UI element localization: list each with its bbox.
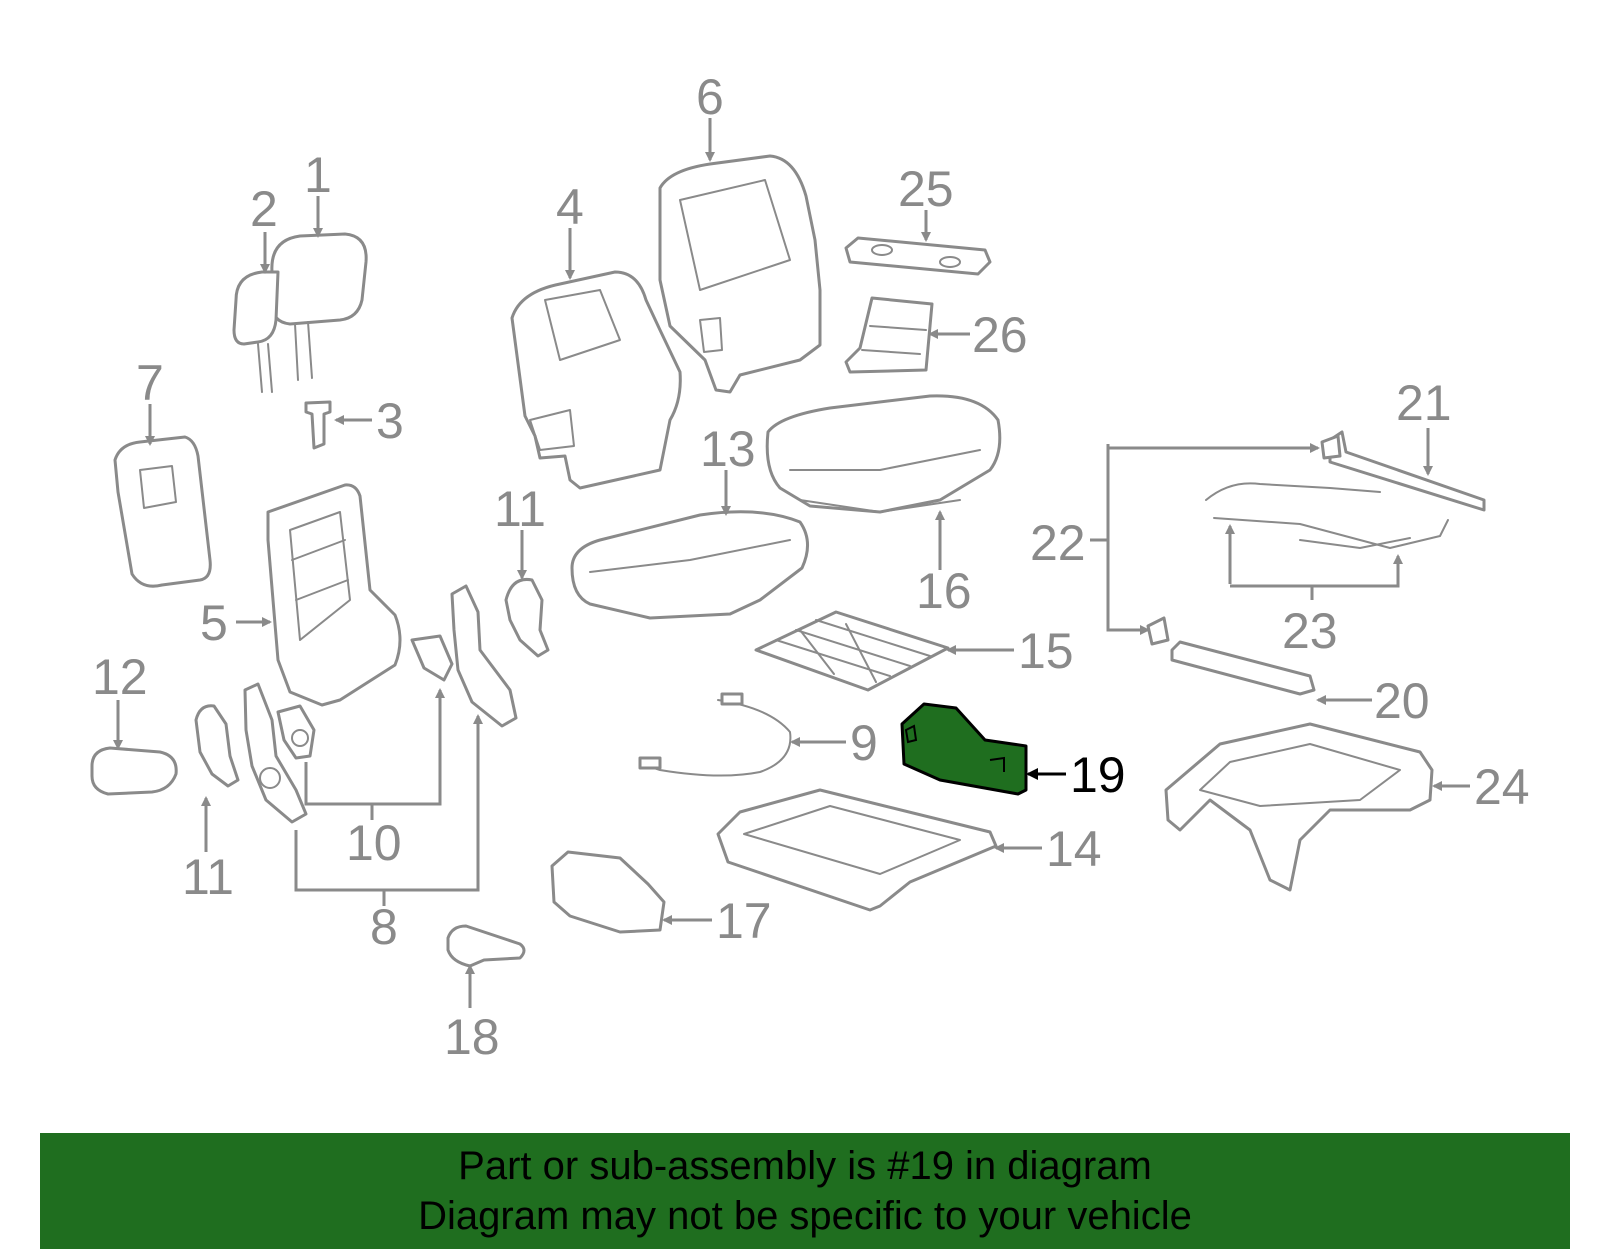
callout-13: 13: [700, 421, 756, 477]
callout-19: 19: [1070, 747, 1126, 803]
callout-11-upper: 11: [494, 481, 546, 537]
part-8-recliner-right: [450, 584, 518, 728]
callout-16: 16: [916, 563, 972, 619]
info-banner: Part or sub-assembly is #19 in diagram D…: [40, 1133, 1570, 1249]
part-25-tray: [844, 236, 992, 276]
callout-4: 4: [556, 179, 584, 235]
callout-12: 12: [92, 649, 148, 705]
part-16-cushion: [765, 394, 1002, 514]
callout-25: 25: [898, 161, 954, 217]
banner-line-2: Diagram may not be specific to your vehi…: [418, 1194, 1192, 1238]
part-1-headrest: [270, 232, 368, 381]
callout-11-lower: 11: [182, 849, 234, 905]
callout-15: 15: [1018, 623, 1074, 679]
part-18-handle: [446, 924, 526, 968]
part-22-latch: [1146, 434, 1342, 646]
callout-1: 1: [304, 147, 332, 203]
part-20-track: [1170, 640, 1316, 696]
callout-numbers: 6 4 1 2 3 7 5 25 26 13 16 11 15 9 12 11 …: [92, 69, 1530, 1065]
part-4-seatback: [510, 270, 682, 490]
callout-8: 8: [370, 899, 398, 955]
part-19-cover-highlighted: [900, 702, 1028, 796]
part-2-headrest: [232, 270, 280, 393]
callout-24: 24: [1474, 759, 1530, 815]
banner-line-1: Part or sub-assembly is #19 in diagram: [458, 1144, 1152, 1188]
callout-17: 17: [716, 893, 772, 949]
part-21-track: [1328, 430, 1486, 512]
part-11-bracket-lower: [194, 704, 240, 788]
callout-22: 22: [1030, 515, 1086, 571]
part-24-riser: [1164, 722, 1434, 892]
part-15-spring-mat: [754, 610, 950, 692]
part-11-bracket-upper: [504, 577, 550, 658]
callout-7: 7: [136, 355, 164, 411]
callout-14: 14: [1046, 821, 1102, 877]
callout-20: 20: [1374, 673, 1430, 729]
callout-23: 23: [1282, 603, 1338, 659]
part-3-guide: [304, 400, 332, 450]
callout-21: 21: [1396, 375, 1452, 431]
part-7-back-panel: [113, 435, 212, 588]
callout-6: 6: [696, 69, 724, 125]
part-12-knob: [90, 746, 178, 796]
part-14-frame: [716, 788, 998, 912]
callout-5: 5: [200, 595, 228, 651]
callout-3: 3: [376, 393, 404, 449]
leader-lines: [113, 118, 1470, 1008]
part-10-cover-left: [276, 704, 316, 760]
part-6-seatback: [658, 154, 822, 394]
part-17-shield: [550, 850, 666, 934]
callout-2: 2: [250, 181, 278, 237]
part-8-recliner-left: [243, 682, 308, 824]
part-9-cable: [638, 692, 792, 777]
callout-26: 26: [972, 307, 1028, 363]
part-26-bracket: [844, 296, 934, 374]
callout-10: 10: [346, 815, 402, 871]
part-13-cushion: [570, 510, 809, 620]
part-23-wires: [1205, 482, 1449, 549]
callout-9: 9: [850, 715, 878, 771]
part-5-frame: [266, 483, 402, 707]
part-10-cover: [410, 634, 454, 682]
callout-18: 18: [444, 1009, 500, 1065]
